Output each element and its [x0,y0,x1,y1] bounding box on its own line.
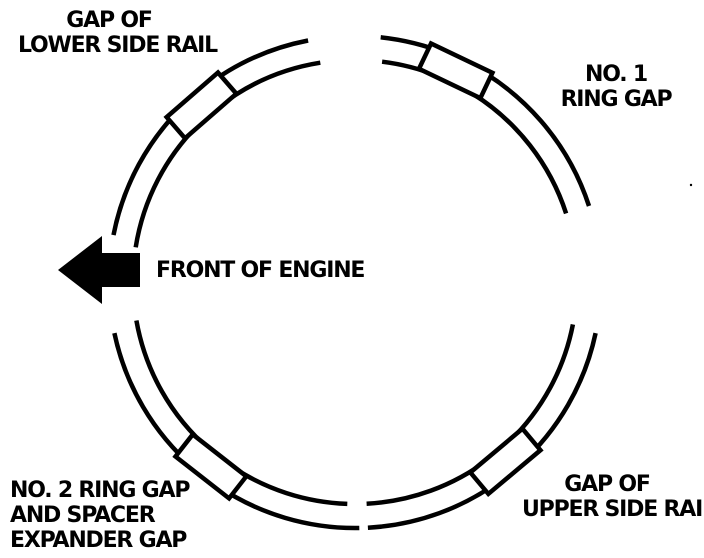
no1-ring-gap-label: NO. 1 RING GAP [556,62,676,112]
gap-marker-no1-ring [415,40,496,102]
arc-right-upper-inner [471,91,569,215]
arrow-left-icon [58,236,140,304]
front-of-engine-label: FRONT OF ENGINE [156,258,365,283]
arc-left-upper-inner [133,120,203,248]
lower-side-rail-gap-label: GAP OF LOWER SIDE RAIL [18,8,218,58]
lower-side-rail-gap-line1: GAP OF [66,8,153,33]
gap-marker-left-lower [172,431,250,502]
arc-left-lower-inner [134,320,211,452]
gap-marker-lower-side-rail [163,69,240,142]
lower-side-rail-gap-line2: LOWER SIDE RAIL [18,33,218,58]
no1-ring-gap-line2: RING GAP [560,87,673,112]
arc-right-lower-inner [507,323,576,444]
no2-ring-gap-line3: EXPANDER GAP [10,528,187,553]
speck [689,183,693,187]
no2-ring-gap-label: NO. 2 RING GAP AND SPACER EXPANDER GAP [10,478,190,553]
upper-side-rail-gap-line1: GAP OF [564,472,651,497]
arc-bottom-left-inner [229,464,348,507]
gap-marker-upper-side-rail [467,425,544,498]
no2-ring-gap-line2: AND SPACER [10,503,156,528]
upper-side-rail-gap-label: GAP OF UPPER SIDE RAIL [522,472,704,522]
upper-side-rail-gap-line2: UPPER SIDE RAIL [522,497,704,522]
no2-ring-gap-line1: NO. 2 RING GAP [10,478,190,503]
no1-ring-gap-line1: NO. 1 [585,62,648,87]
gap-markers [163,40,544,502]
front-of-engine-text: FRONT OF ENGINE [156,258,365,283]
